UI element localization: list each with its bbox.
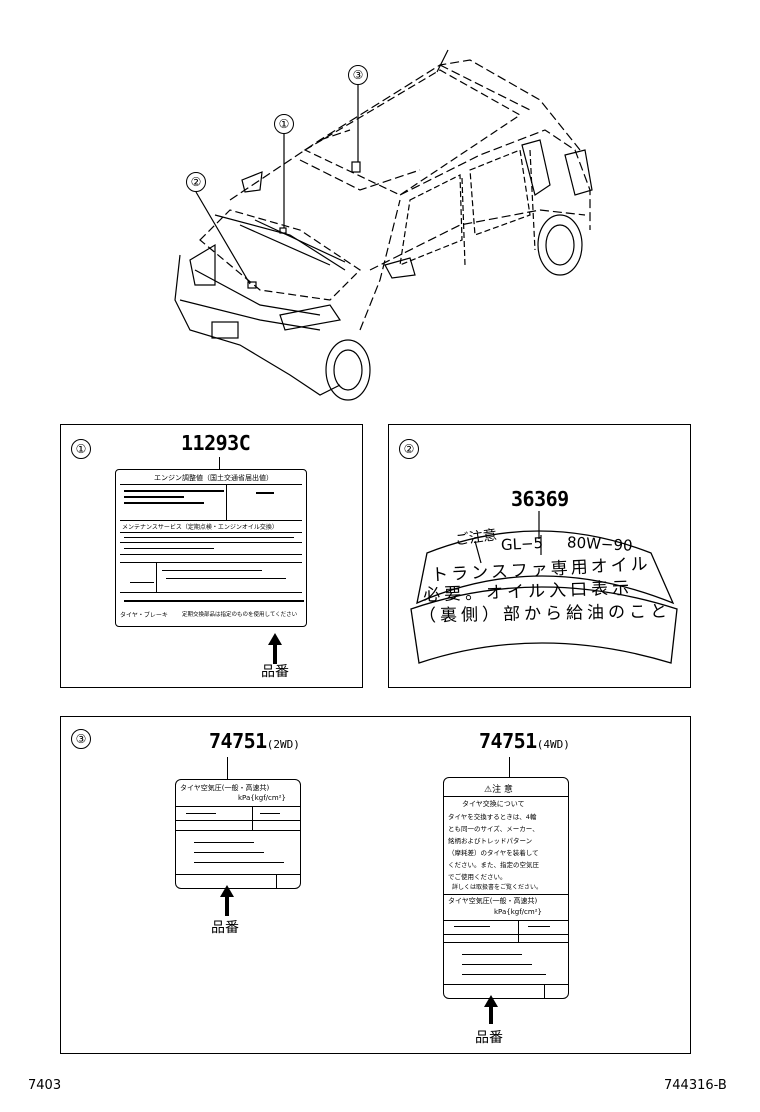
warn-line: （摩耗差）のタイヤを装着して	[448, 849, 539, 857]
part-number-value: 74751	[479, 729, 537, 753]
tire-label-2wd-title: タイヤ空気圧(一般・高速共)	[180, 784, 270, 792]
variant-label: (4WD)	[536, 738, 570, 751]
part-number-11293C: 11293C	[181, 431, 251, 455]
warn-line: でご使用ください。	[448, 873, 507, 881]
warn-line: とも同一のサイズ、メーカー、	[448, 825, 539, 833]
warn-line: 銘柄およびトレッドパターン	[448, 837, 533, 845]
footer-left-code: 7403	[28, 1078, 62, 1093]
tire-label-4wd-title: タイヤ空気圧(一般・高速共)	[448, 897, 538, 905]
arrow-up-icon	[220, 885, 234, 916]
oil-label-line4: （裏側）部から給油のこと	[418, 601, 672, 627]
part-number-36369: 36369	[511, 487, 569, 511]
warn-line: タイヤを交換するときは、4輪	[448, 813, 537, 821]
part-number-value: 74751	[209, 729, 267, 753]
callout-2: ②	[186, 172, 206, 192]
transfer-oil-label	[410, 511, 678, 664]
engine-label-section: メンテナンスサービス（定期点検・エンジンオイル交換）	[122, 524, 278, 531]
panel-2-index: ②	[399, 439, 419, 459]
panel-1: ① 11293C エンジン調整値（国土交通省届出値） メンテナンスサービス（定期…	[60, 424, 363, 688]
arrow-up-icon	[268, 633, 282, 664]
part-number-74751-4wd: 74751(4WD)	[479, 729, 570, 753]
callout-1: ①	[274, 114, 294, 134]
tire-label-4wd-warning: ⚠注 意	[484, 785, 513, 795]
leader-line	[219, 457, 220, 471]
part-no-caption-1: 品番	[261, 664, 289, 680]
oil-label-line1-b: GL−5	[500, 533, 544, 555]
callout-3: ③	[348, 65, 368, 85]
tire-label-4wd: ⚠注 意 タイヤ交換について タイヤを交換するときは、4輪 とも同一のサイズ、メ…	[443, 777, 569, 999]
warn-line: タイヤ交換について	[462, 800, 525, 808]
engine-label-footer-left: タイヤ・ブレーキ	[120, 612, 168, 619]
engine-label: エンジン調整値（国土交通省届出値） メンテナンスサービス（定期点検・エンジンオイ…	[115, 469, 307, 627]
tire-label-2wd-unit: kPa{kgf/cm²}	[238, 794, 286, 802]
engine-label-title: エンジン調整値（国土交通省届出値）	[154, 474, 273, 482]
variant-label: (2WD)	[266, 738, 300, 751]
panel-2: ② 36369 ご注意 GL−5 80W−90 トランスファ専用オイル 必要。オ…	[388, 424, 691, 688]
part-number-74751-2wd: 74751(2WD)	[209, 729, 300, 753]
panel-3: ③ 74751(2WD) タイヤ空気圧(一般・高速共) kPa{kgf/cm²}…	[60, 716, 691, 1054]
panel-1-index: ①	[71, 439, 91, 459]
leader-line	[509, 757, 510, 779]
leader-line	[227, 757, 228, 779]
engine-label-footer-right: 定期交換部品は指定のものを使用してください	[182, 612, 298, 618]
part-no-caption-4wd: 品番	[475, 1030, 503, 1046]
panel-3-index: ③	[71, 729, 91, 749]
warn-line: 詳しくは取扱書をご覧ください。	[452, 884, 543, 891]
footer-right-code: 744316-B	[664, 1078, 727, 1093]
warn-line: ください。また、指定の空気圧	[448, 861, 539, 869]
part-no-caption-2wd: 品番	[211, 920, 239, 936]
tire-label-4wd-unit: kPa{kgf/cm²}	[494, 908, 542, 916]
arrow-up-icon	[484, 995, 498, 1024]
tire-label-2wd: タイヤ空気圧(一般・高速共) kPa{kgf/cm²}	[175, 779, 301, 889]
